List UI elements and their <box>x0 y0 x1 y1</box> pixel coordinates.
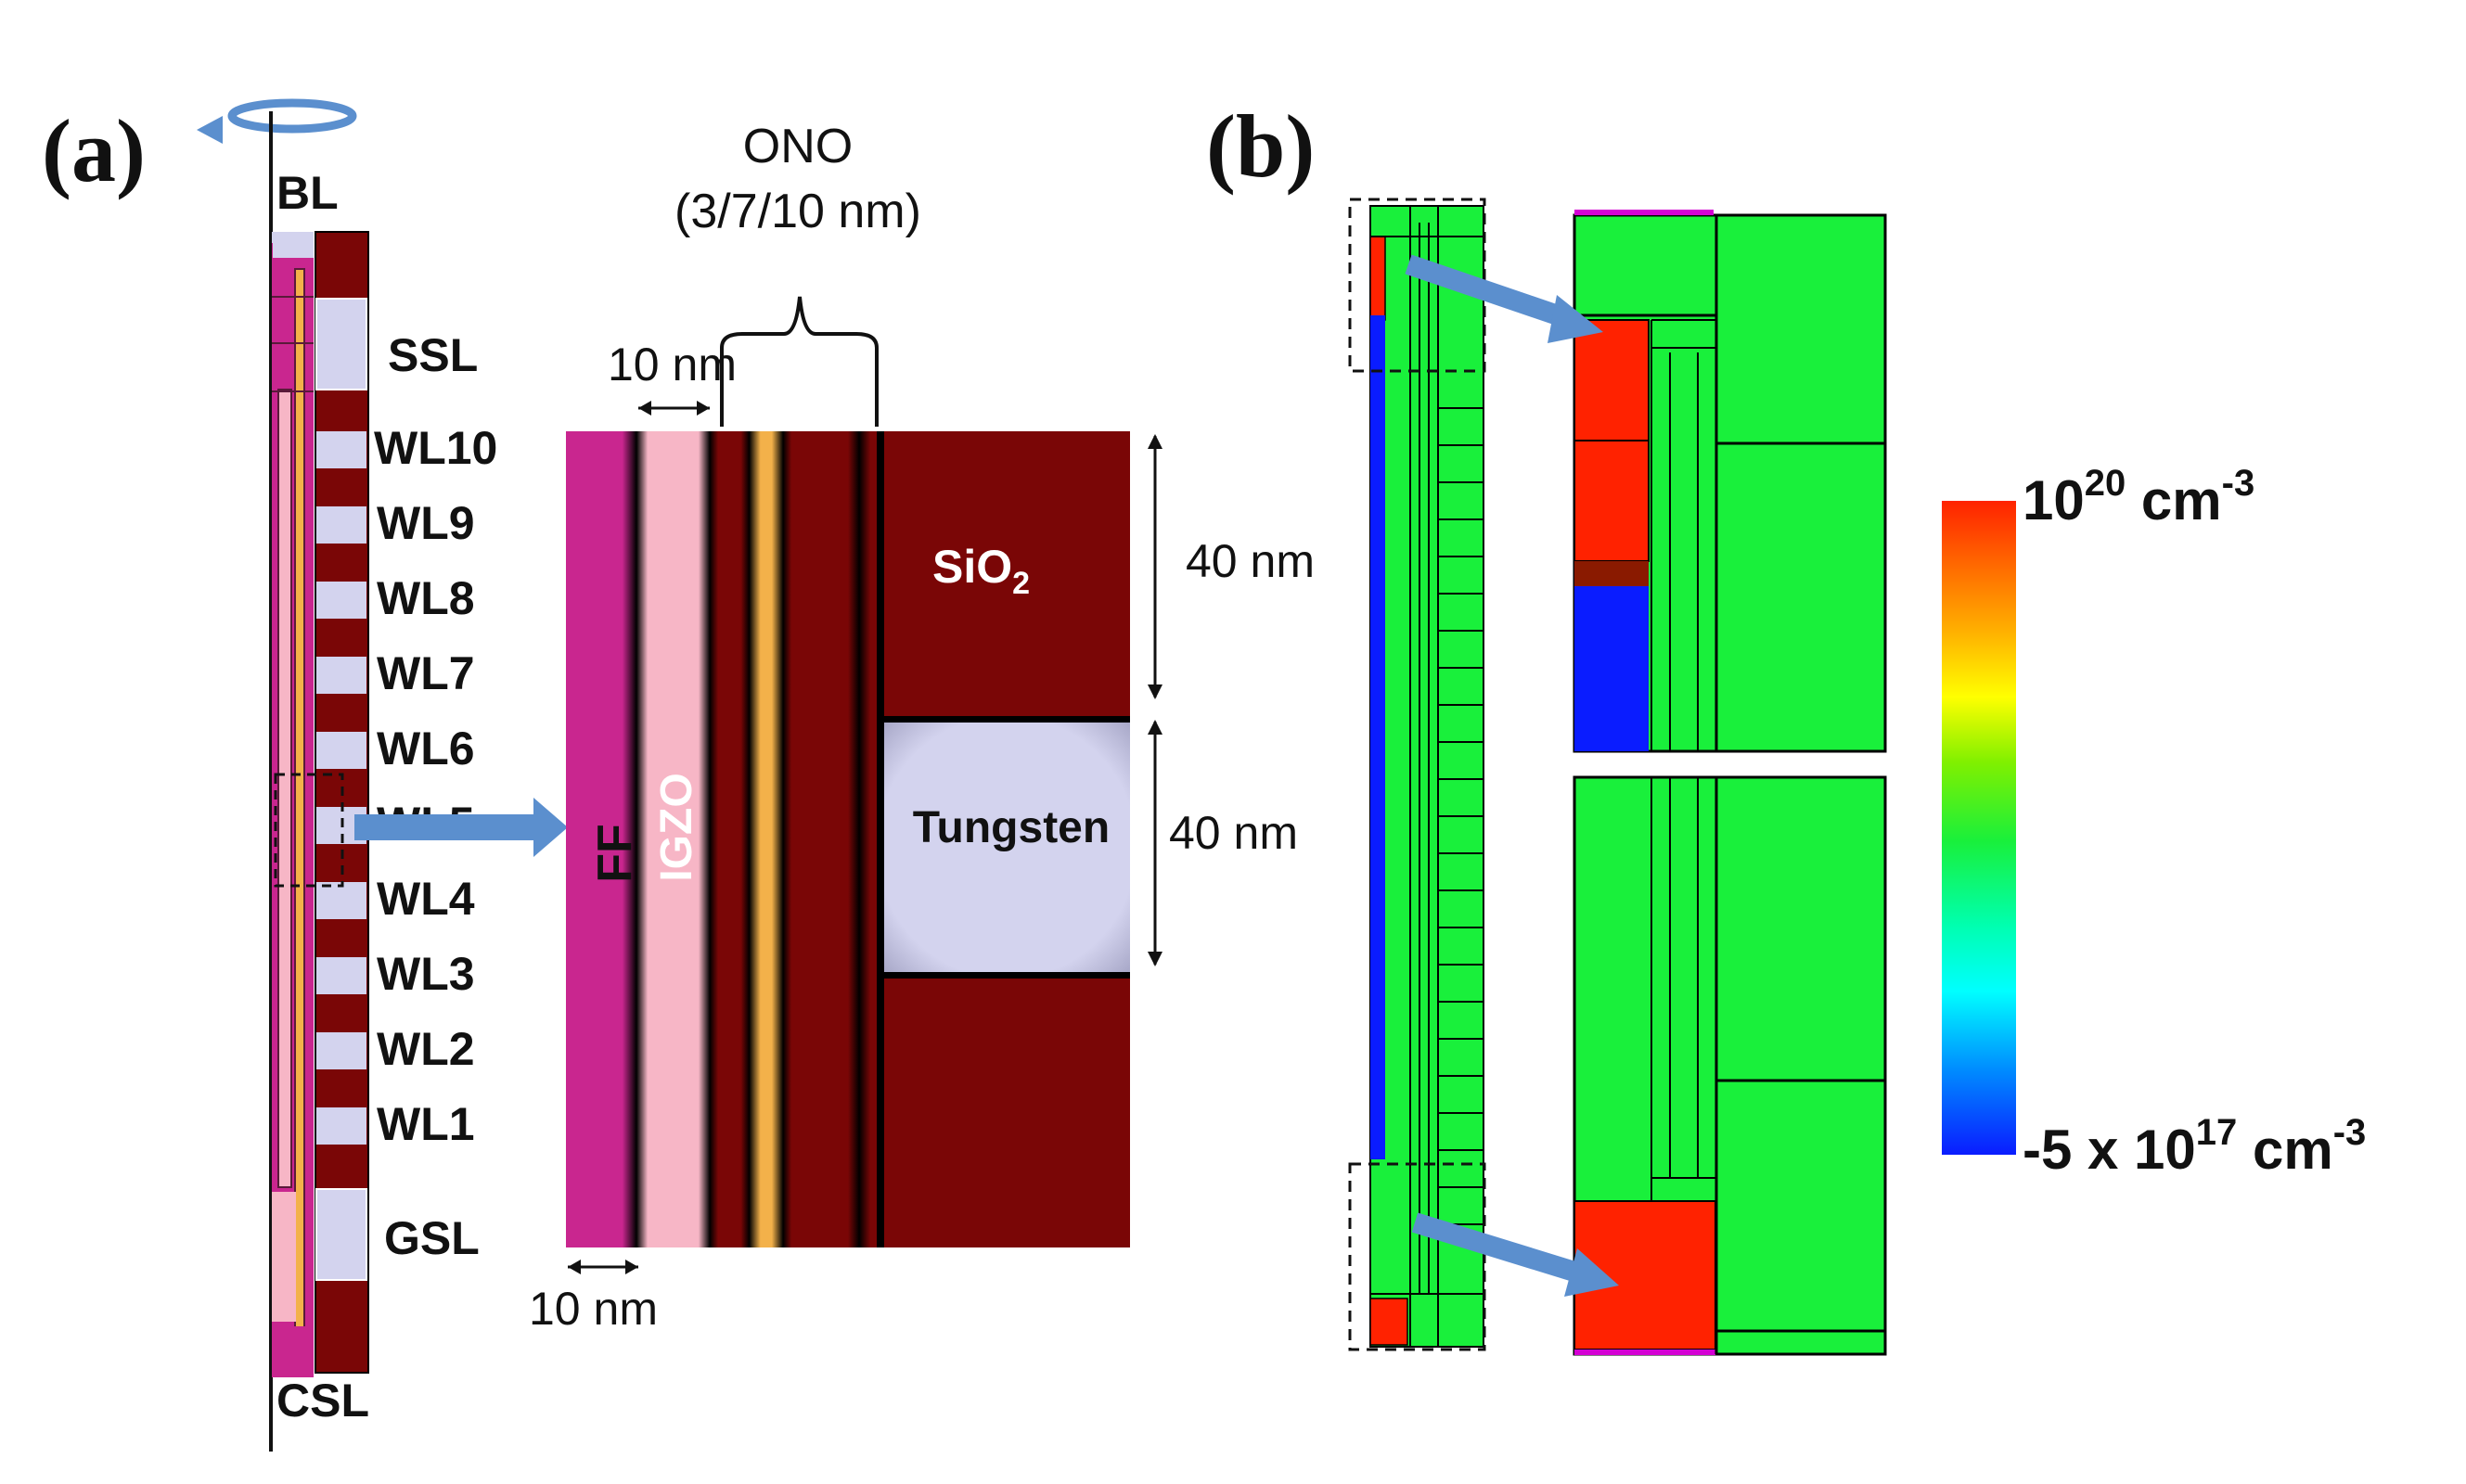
colorbar-min-label: -5 x 1017 cm-3 <box>2023 1112 2366 1181</box>
bottom-selection-box <box>1348 1162 1486 1351</box>
wl2-label: WL2 <box>377 1023 475 1075</box>
gsl-label: GSL <box>384 1212 480 1264</box>
string-labels: BL SSL WL10 WL9 WL8 WL7 WL6 WL5 WL4 WL3 … <box>276 167 497 1426</box>
doping-zoom-red-1 <box>1573 319 1650 441</box>
string-csl-channel <box>272 1192 296 1322</box>
panel-b-label: (b) <box>1206 96 1315 196</box>
wl1-gate-pad <box>316 1107 366 1145</box>
top-selection-box <box>1348 198 1486 373</box>
ono-title: ONO <box>743 120 853 173</box>
panel-b: (b) <box>1206 96 2366 1356</box>
panel-a: (a) <box>42 98 1315 1452</box>
string-igzo-channel <box>277 389 292 1188</box>
wl6-gate-pad <box>316 732 366 769</box>
doping-zoom-top <box>1573 210 1887 753</box>
doping-zoom-top-edge <box>1574 210 1714 215</box>
wl7-gate-pad <box>316 657 366 694</box>
ssl-label: SSL <box>388 329 478 381</box>
ff-layer-label: FF <box>588 824 642 883</box>
doping-gate-grid <box>1438 407 1483 1225</box>
ono-annotation: ONO (3/7/10 nm) <box>674 120 921 427</box>
doping-callout-arrow-bottom-icon <box>1411 1212 1619 1297</box>
doping-zoom-transition <box>1574 561 1649 589</box>
wl8-gate-pad <box>316 582 366 619</box>
wl8-label: WL8 <box>377 572 475 624</box>
wl3-label: WL3 <box>377 948 475 1000</box>
bl-label: BL <box>276 167 339 219</box>
sio2-label: SiO2 <box>932 541 1030 601</box>
zoom-callout-arrow-icon <box>354 798 568 857</box>
doping-string-body <box>1369 205 1484 1348</box>
panel-a-label: (a) <box>42 101 146 200</box>
ono-thickness-label: (3/7/10 nm) <box>674 185 921 238</box>
string-ono-layer <box>294 268 305 1337</box>
doping-bottom-red <box>1369 1298 1408 1346</box>
ssl-gate-pad <box>315 298 367 390</box>
colorbar-scale <box>1942 501 2016 1155</box>
doping-channel-blue <box>1370 315 1385 1159</box>
colorbar: 1020 cm-3 -5 x 1017 cm-3 <box>1942 463 2366 1181</box>
wl4-gate-pad <box>316 882 366 919</box>
tungsten-gate <box>883 723 1130 972</box>
dim-right-top-label: 40 nm <box>1186 535 1315 587</box>
wl2-gate-pad <box>316 1032 366 1069</box>
gate-oxide-edge <box>877 431 884 1247</box>
doping-top-red <box>1369 236 1386 321</box>
gsl-gate-pad <box>315 1188 367 1281</box>
wl9-gate-pad <box>316 506 366 544</box>
wl10-gate-pad <box>316 431 366 468</box>
doping-zoom-red-2 <box>1573 440 1650 562</box>
bl-cap-pad <box>273 234 314 258</box>
igzo-layer-label: IGZO <box>652 773 701 881</box>
doping-zoom-bottom-edge <box>1574 1350 1715 1355</box>
doping-string <box>1369 205 1484 1348</box>
csl-label: CSL <box>276 1375 369 1426</box>
doping-zoom-blue <box>1574 586 1649 751</box>
dim-bottom-label: 10 nm <box>529 1283 658 1335</box>
ono-brace <box>720 296 879 427</box>
wl5-selection-box <box>274 773 344 888</box>
wl7-label: WL7 <box>377 647 475 699</box>
dimension-annotations: 10 nm 10 nm 40 nm 40 nm <box>529 339 1315 1335</box>
doping-callout-arrow-top-icon <box>1405 254 1603 343</box>
string-bottom-column <box>272 1326 314 1371</box>
colorbar-max-label: 1020 cm-3 <box>2023 463 2254 531</box>
wl10-label: WL10 <box>374 422 497 474</box>
dim-right-bottom-label: 40 nm <box>1169 807 1298 859</box>
wl3-gate-pad <box>316 957 366 994</box>
wl4-label: WL4 <box>377 873 475 925</box>
string-dividers <box>272 296 314 392</box>
rotation-arrow-icon <box>197 98 357 144</box>
dim-top-label: 10 nm <box>608 339 737 390</box>
zoom-cross-section: FF IGZO SiO2 Tungsten <box>566 431 1130 1247</box>
wl6-label: WL6 <box>377 723 475 774</box>
doping-zoom-bottom <box>1573 775 1887 1356</box>
wl9-label: WL9 <box>377 497 475 549</box>
tungsten-label: Tungsten <box>913 803 1110 852</box>
wl1-label: WL1 <box>377 1098 475 1150</box>
